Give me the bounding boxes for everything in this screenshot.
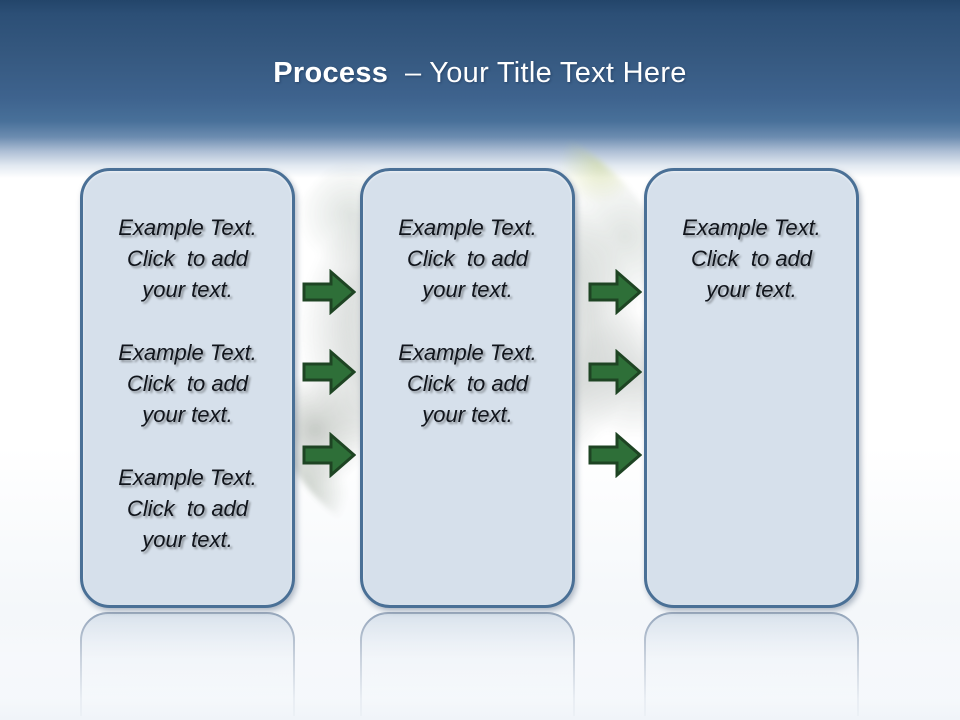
placeholder-line: Example Text. (398, 215, 537, 240)
placeholder-line: Click to add (126, 371, 249, 396)
arrow-right-icon (588, 349, 642, 395)
process-step-2-content: Example Text. Click to add your text. Ex… (363, 171, 572, 430)
title-keyword: Process (273, 57, 389, 89)
placeholder-line: your text. (422, 277, 513, 302)
placeholder-line: Example Text. (398, 340, 537, 365)
slide-title: Process – Your Title Text Here (0, 54, 960, 92)
placeholder-line: Example Text. (118, 340, 257, 365)
placeholder-line: your text. (142, 402, 233, 427)
arrow-right-icon (588, 269, 642, 315)
placeholder-line: Click to add (406, 246, 529, 271)
placeholder-line: your text. (422, 402, 513, 427)
placeholder-line: Example Text. (118, 215, 257, 240)
placeholder-line: Click to add (126, 246, 249, 271)
arrow-right-icon (588, 432, 642, 478)
process-step-1-content: Example Text. Click to add your text. Ex… (83, 171, 292, 555)
placeholder-line: Click to add (126, 496, 249, 521)
box-reflection (644, 612, 859, 716)
arrow-right-icon (302, 432, 356, 478)
text-placeholder: Example Text. Click to add your text. (83, 462, 292, 555)
process-step-1-box: Example Text. Click to add your text. Ex… (80, 168, 295, 608)
title-separator: – (404, 57, 422, 89)
text-placeholder: Example Text. Click to add your text. (647, 212, 856, 305)
arrow-right-icon (302, 349, 356, 395)
text-placeholder: Example Text. Click to add your text. (363, 212, 572, 305)
placeholder-line: your text. (142, 277, 233, 302)
placeholder-line: Click to add (406, 371, 529, 396)
arrow-right-icon (302, 269, 356, 315)
placeholder-line: your text. (142, 527, 233, 552)
process-step-3-content: Example Text. Click to add your text. (647, 171, 856, 305)
process-step-3-box: Example Text. Click to add your text. (644, 168, 859, 608)
title-spacer (388, 57, 405, 89)
process-step-2-box: Example Text. Click to add your text. Ex… (360, 168, 575, 608)
box-reflection (80, 612, 295, 716)
placeholder-line: Example Text. (682, 215, 821, 240)
text-placeholder: Example Text. Click to add your text. (83, 212, 292, 305)
text-placeholder: Example Text. Click to add your text. (83, 337, 292, 430)
placeholder-line: Click to add (690, 246, 813, 271)
box-reflection (360, 612, 575, 716)
title-text: Your Title Text Here (429, 57, 687, 89)
placeholder-line: your text. (706, 277, 797, 302)
text-placeholder: Example Text. Click to add your text. (363, 337, 572, 430)
placeholder-line: Example Text. (118, 465, 257, 490)
